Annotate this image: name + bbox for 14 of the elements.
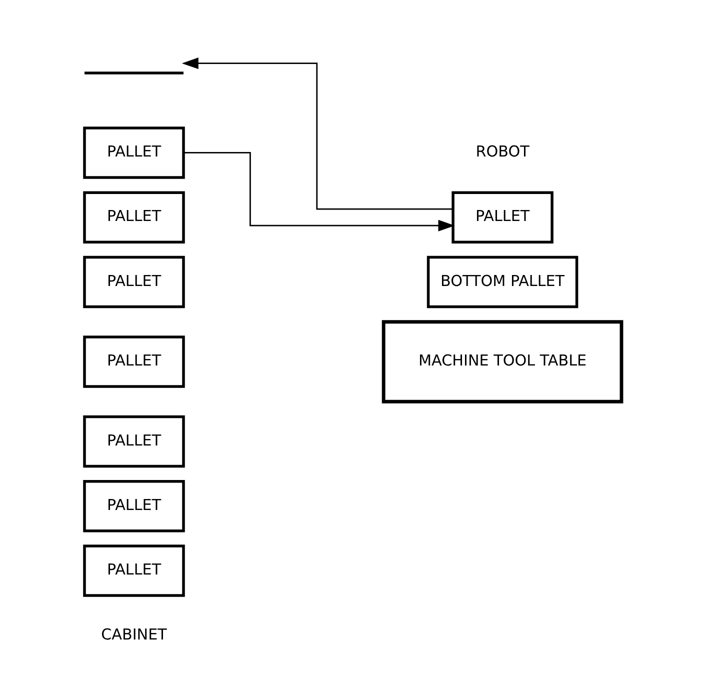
node-box: PALLET [82, 415, 184, 468]
node-box: PALLET [451, 191, 553, 244]
node-box: PALLET [82, 191, 184, 244]
node-box: BOTTOM PALLET [426, 256, 578, 308]
node-box: PALLET [82, 256, 184, 308]
node-box: PALLET [82, 126, 184, 179]
node-box: PALLET [82, 336, 184, 388]
arrow [181, 58, 452, 210]
node-box: MACHINE TOOL TABLE [381, 320, 623, 404]
node-box: PALLET [82, 480, 184, 532]
node-box: PALLET [82, 544, 184, 597]
label: ROBOT [475, 142, 529, 161]
label: CABINET [100, 625, 166, 644]
arrow [183, 152, 454, 232]
